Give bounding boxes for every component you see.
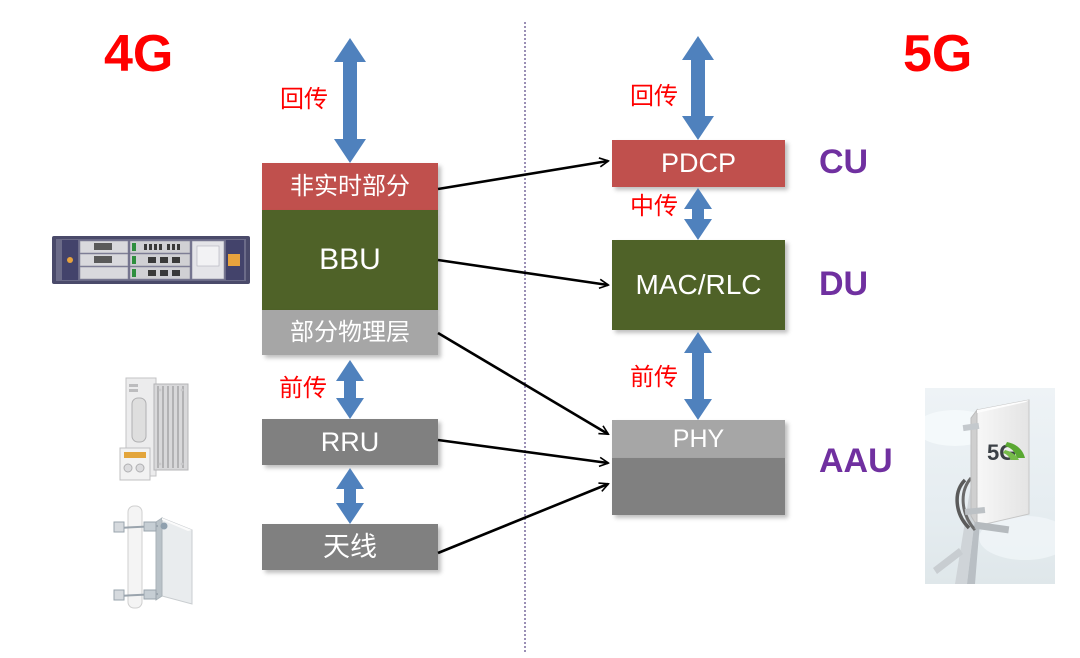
box-bbu[interactable]: BBU: [262, 210, 438, 310]
group-label-cu: CU: [819, 143, 869, 181]
link-label-backhaul-5g: 回传: [630, 83, 678, 110]
bbu-rack-photo: [52, 234, 250, 286]
arrow-backhaul-5g: [682, 36, 714, 140]
box-rf[interactable]: [612, 458, 785, 515]
box-label: 部分物理层: [290, 318, 410, 346]
connector-antenna-to-rf: [437, 484, 608, 555]
aau-antenna-photo: 5G: [915, 388, 1071, 584]
title-5g: 5G: [903, 25, 973, 83]
box-partial-phy[interactable]: 部分物理层: [262, 310, 438, 355]
arrow-rru-antenna-4g: [336, 468, 364, 524]
box-label: 天线: [323, 531, 377, 562]
title-4g: 4G: [104, 25, 174, 83]
box-label: PHY: [672, 424, 725, 453]
link-label-fronthaul-4g: 前传: [279, 375, 327, 402]
box-label: BBU: [319, 243, 381, 276]
box-mac-rlc[interactable]: MAC/RLC: [612, 240, 785, 330]
box-antenna[interactable]: 天线: [262, 524, 438, 570]
rru-unit-photo: [108, 374, 204, 486]
box-non-realtime[interactable]: 非实时部分: [262, 163, 438, 210]
arrow-fronthaul-5g: [684, 332, 712, 420]
link-label-backhaul-4g: 回传: [280, 86, 328, 113]
sector-antenna-photo: [100, 500, 212, 612]
group-label-aau: AAU: [819, 442, 893, 480]
connector-bbu-to-macrlc: [437, 258, 608, 285]
box-label: PDCP: [660, 148, 736, 178]
connector-partialphy-to-phy: [437, 331, 608, 434]
box-label: 非实时部分: [290, 172, 410, 200]
link-label-midhaul-5g: 中传: [630, 193, 678, 220]
connector-rru-to-rf: [437, 438, 608, 463]
arrow-backhaul-4g: [334, 38, 366, 163]
section-divider: [524, 22, 526, 652]
box-label: RRU: [320, 426, 380, 457]
box-label: MAC/RLC: [635, 269, 762, 300]
box-phy[interactable]: PHY: [612, 420, 785, 458]
link-label-fronthaul-5g: 前传: [630, 364, 678, 391]
box-rru[interactable]: RRU: [262, 419, 438, 465]
arrow-midhaul-5g: [684, 188, 712, 240]
arrow-fronthaul-4g: [336, 360, 364, 419]
box-pdcp[interactable]: PDCP: [612, 140, 785, 187]
connector-nonrealtime-to-pdcp: [437, 161, 608, 191]
group-label-du: DU: [819, 265, 869, 303]
